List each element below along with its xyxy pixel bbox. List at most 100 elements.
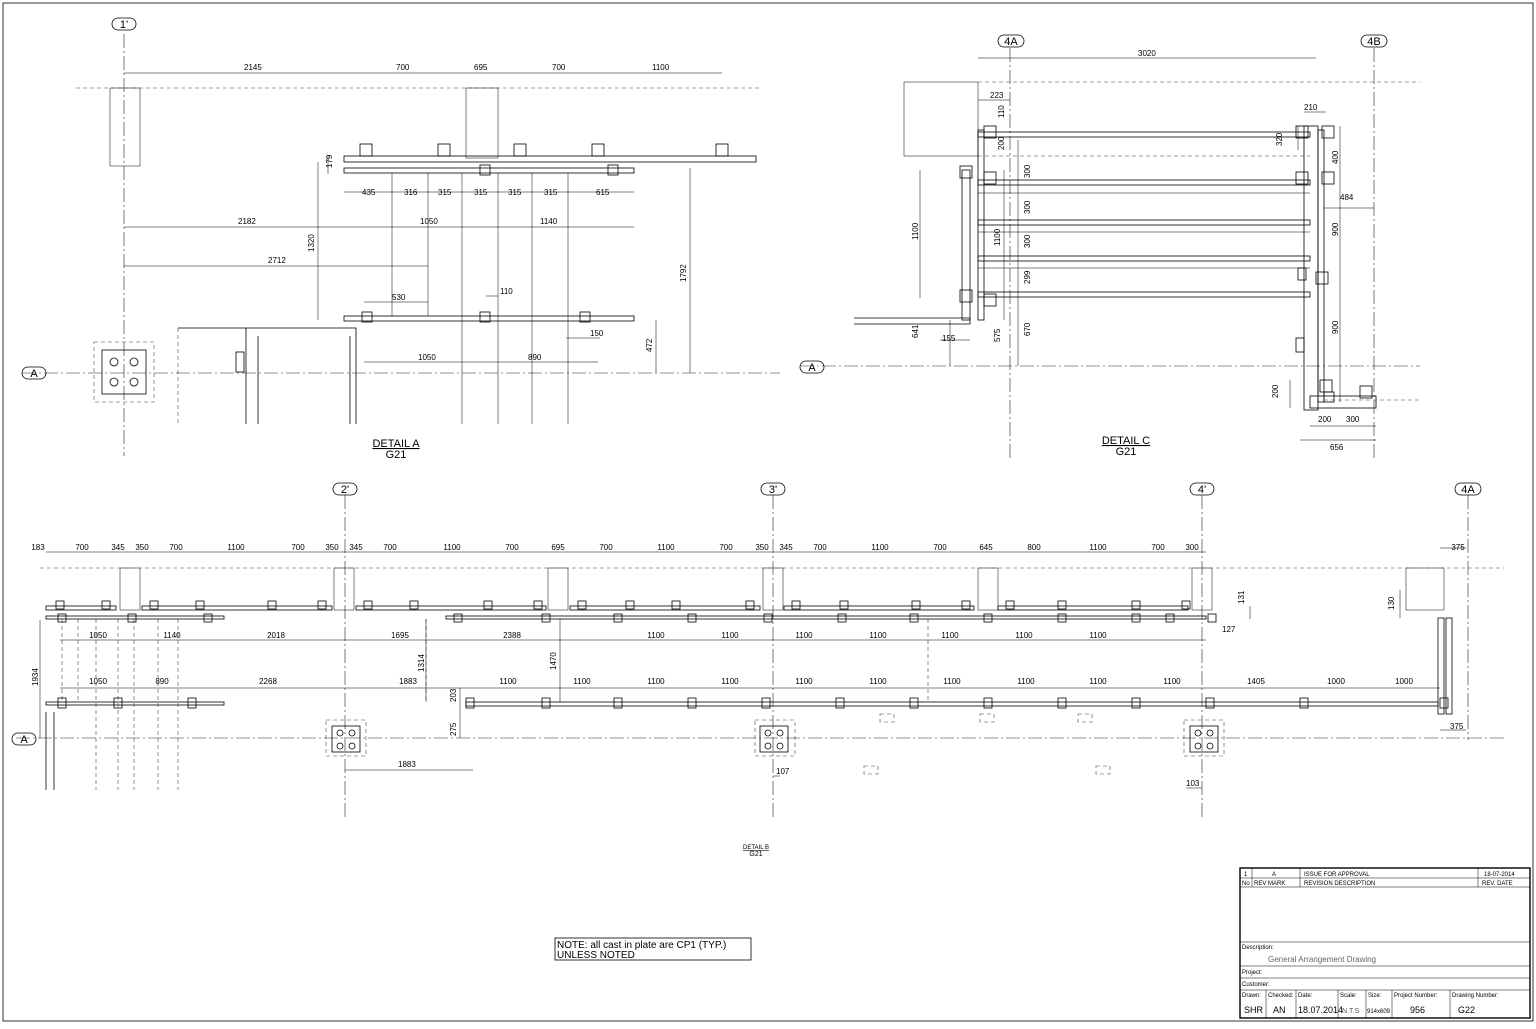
dim: 2388 (503, 631, 521, 640)
grid-bubble-1: 1' (111, 17, 137, 31)
bracket (1131, 697, 1141, 709)
grid-bubble-a: A (21, 366, 47, 380)
svg-text:3': 3' (769, 484, 777, 496)
rev-desc: ISSUE FOR APPROVAL (1304, 872, 1370, 878)
dim: 1000 (1327, 677, 1345, 686)
bracket (763, 613, 773, 623)
bracket (837, 613, 847, 623)
bracket (625, 600, 635, 610)
dim: 110 (500, 287, 513, 296)
dim: 316 (404, 188, 418, 197)
dim: 150 (590, 329, 604, 338)
dim: 315 (508, 188, 522, 197)
bracket (409, 600, 419, 610)
dim: 695 (551, 543, 565, 552)
dim: 700 (396, 63, 410, 72)
dim: 615 (596, 188, 610, 197)
bracket (101, 600, 111, 610)
dim: 345 (111, 543, 125, 552)
bracket (911, 600, 921, 610)
dim: 1934 (31, 668, 40, 686)
dim: 350 (755, 543, 769, 552)
grid-bubble-4b: 4B (1360, 34, 1388, 48)
dim: 656 (1330, 443, 1344, 452)
detail-b-ref: G21 (749, 851, 762, 858)
dim: 315 (544, 188, 558, 197)
dim: 103 (1186, 779, 1200, 788)
dim: 1100 (993, 228, 1002, 246)
desc-label: Description: (1242, 945, 1274, 951)
svg-text:4B: 4B (1367, 36, 1380, 48)
wall-hatch (109, 87, 141, 167)
dim: 1883 (398, 760, 416, 769)
bracket (1205, 697, 1215, 709)
bracket (1057, 697, 1067, 709)
size-value: 914x609 (1367, 1009, 1391, 1015)
dims-detail-c: 3020 223 110 200 210 320 400 300 300 300… (911, 49, 1360, 452)
title-block: 1 A ISSUE FOR APPROVAL 18-07-2014 No REV… (1239, 867, 1531, 1019)
dim: 1695 (391, 631, 409, 640)
dim: 1100 (647, 631, 665, 640)
dim: 1320 (307, 234, 316, 252)
dim: 1100 (227, 543, 245, 552)
dim: 375 (1450, 722, 1464, 731)
bracket (1057, 613, 1067, 623)
bracket (687, 613, 697, 623)
drawing-number-label: Drawing Number: (1452, 993, 1499, 999)
dim: 700 (933, 543, 947, 552)
dim: 300 (1185, 543, 1199, 552)
dim: 1100 (869, 631, 887, 640)
dim: 127 (1222, 625, 1236, 634)
dim: 1100 (1163, 677, 1181, 686)
dim: 1050 (420, 217, 438, 226)
bracket (1165, 613, 1175, 623)
dim: 155 (942, 334, 956, 343)
bracket (317, 600, 327, 610)
dim: 575 (993, 328, 1002, 342)
brackets-mid (57, 613, 1217, 623)
dim: 1050 (89, 631, 107, 640)
dim: 700 (552, 63, 566, 72)
detail-c-title: DETAIL C (1102, 435, 1150, 447)
dim: 275 (449, 722, 458, 736)
dim: 1100 (1089, 631, 1107, 640)
bracket (533, 600, 543, 610)
svg-text:A: A (30, 368, 38, 380)
bracket (909, 613, 919, 623)
general-note: NOTE: all cast in plate are CP1 (TYP.) U… (554, 937, 752, 961)
detail-a-title: DETAIL A (372, 438, 420, 450)
bracket (791, 600, 801, 610)
bracket (483, 600, 493, 610)
svg-text:A: A (20, 734, 28, 746)
checked-value: AN (1273, 1005, 1286, 1015)
bracket (363, 600, 373, 610)
dim: 700 (75, 543, 89, 552)
bracket (541, 697, 551, 709)
dim: 1100 (941, 631, 959, 640)
dim: 1100 (647, 677, 665, 686)
dim: 1100 (1015, 631, 1033, 640)
svg-text:2': 2' (341, 484, 349, 496)
hdr-no: No (1242, 881, 1250, 887)
dim: 1100 (573, 677, 591, 686)
dim: 300 (1023, 200, 1032, 214)
drawn-label: Drawn: (1242, 993, 1261, 999)
grid-bubble-2: 2' (332, 482, 358, 496)
wall-hatch (465, 87, 499, 159)
dim: 400 (1331, 150, 1340, 164)
dim: 1100 (499, 677, 517, 686)
bracket (1207, 613, 1217, 623)
dim: 1100 (871, 543, 889, 552)
rail (343, 315, 635, 322)
dim: 350 (135, 543, 149, 552)
bracket (1057, 600, 1067, 610)
dim: 3020 (1138, 49, 1156, 58)
bracket (1131, 613, 1141, 623)
grid-bubble-4a: 4A (997, 34, 1025, 48)
desc-value: General Arrangement Drawing (1268, 955, 1376, 964)
dim: 107 (776, 767, 790, 776)
